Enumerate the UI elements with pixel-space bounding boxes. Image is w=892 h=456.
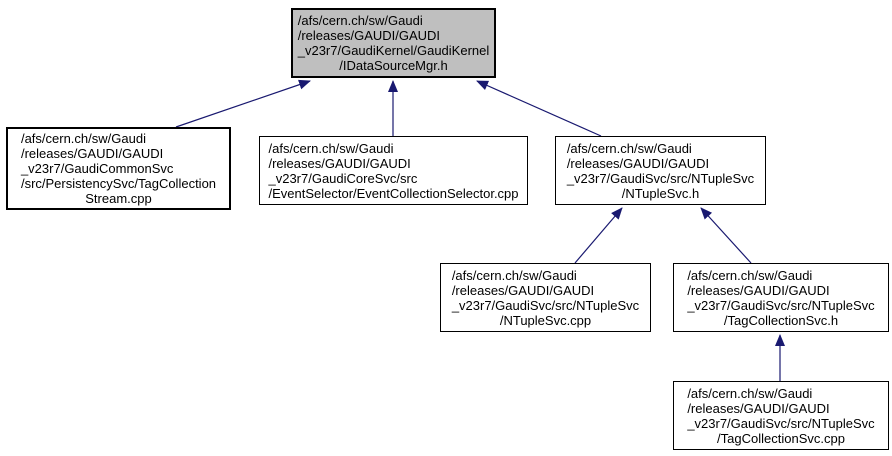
node-idatasourcemgr-h[interactable]: /afs/cern.ch/sw/Gaudi /releases/GAUDI/GA… — [291, 8, 496, 78]
node-label-line: Stream.cpp — [85, 191, 152, 206]
node-eventcollectionselector-cpp[interactable]: /afs/cern.ch/sw/Gaudi /releases/GAUDI/GA… — [259, 136, 528, 205]
edge-ntuplesvc-cpp-to-ntuplesvc-h — [574, 207, 623, 264]
node-label-line: /releases/GAUDI/GAUDI — [687, 400, 830, 416]
node-label-line: _v23r7/GaudiCoreSvc/src — [268, 170, 418, 186]
node-label-line: /afs/cern.ch/sw/Gaudi — [451, 267, 577, 283]
edge-tagcollectionsvc-h-to-ntuplesvc-h — [700, 207, 752, 264]
node-label-line: /afs/cern.ch/sw/Gaudi — [297, 13, 423, 28]
node-label: /afs/cern.ch/sw/Gaudi /releases/GAUDI/GA… — [687, 386, 874, 446]
node-label-line: /releases/GAUDI/GAUDI — [268, 155, 411, 171]
edge-ntuplesvc-h-to-idatasourcemgr — [476, 80, 602, 137]
node-label-line: /TagCollectionSvc.h — [723, 312, 839, 328]
node-label-line: _v23r7/GaudiSvc/src/NTupleSvc — [687, 297, 875, 313]
node-ntuplesvc-cpp[interactable]: /afs/cern.ch/sw/Gaudi /releases/GAUDI/GA… — [440, 263, 651, 332]
node-label: /afs/cern.ch/sw/Gaudi /releases/GAUDI/GA… — [21, 131, 216, 206]
node-label: /afs/cern.ch/sw/Gaudi /releases/GAUDI/GA… — [567, 141, 754, 201]
node-label-line: /IDataSourceMgr.h — [339, 58, 448, 73]
node-label-line: /TagCollectionSvc.cpp — [717, 430, 845, 446]
node-label-line: /releases/GAUDI/GAUDI — [451, 282, 595, 298]
node-label-line: _v23r7/GaudiCommonSvc — [20, 161, 174, 176]
node-label-line: /EventSelector/EventCollectionSelector.c… — [268, 185, 519, 201]
node-label-line: /NTupleSvc.h — [621, 185, 700, 201]
node-label-line: _v23r7/GaudiSvc/src/NTupleSvc — [451, 297, 640, 313]
node-label: /afs/cern.ch/sw/Gaudi /releases/GAUDI/GA… — [452, 268, 639, 328]
node-label-line: /afs/cern.ch/sw/Gaudi — [687, 267, 813, 283]
node-label-line: /releases/GAUDI/GAUDI — [566, 155, 710, 171]
node-ntuplesvc-h[interactable]: /afs/cern.ch/sw/Gaudi /releases/GAUDI/GA… — [555, 136, 766, 205]
node-label-line: /src/PersistencySvc/TagCollection — [20, 176, 217, 191]
node-label-line: /NTupleSvc.cpp — [499, 312, 592, 328]
node-label-line: _v23r7/GaudiSvc/src/NTupleSvc — [687, 415, 875, 431]
node-label-line: /afs/cern.ch/sw/Gaudi — [268, 140, 394, 156]
node-label: /afs/cern.ch/sw/Gaudi /releases/GAUDI/GA… — [268, 141, 518, 201]
node-label-line: /releases/GAUDI/GAUDI — [297, 28, 441, 43]
node-label-line: /releases/GAUDI/GAUDI — [20, 146, 164, 161]
node-label: /afs/cern.ch/sw/Gaudi /releases/GAUDI/GA… — [687, 268, 874, 328]
node-label: /afs/cern.ch/sw/Gaudi /releases/GAUDI/GA… — [298, 13, 490, 73]
node-tagcollectionsvc-cpp[interactable]: /afs/cern.ch/sw/Gaudi /releases/GAUDI/GA… — [673, 381, 889, 450]
node-label-line: /afs/cern.ch/sw/Gaudi — [20, 131, 146, 146]
node-label-line: /afs/cern.ch/sw/Gaudi — [566, 140, 692, 156]
edge-tagcollectionstream-to-idatasourcemgr — [175, 79, 311, 128]
node-tagcollectionsvc-h[interactable]: /afs/cern.ch/sw/Gaudi /releases/GAUDI/GA… — [673, 263, 889, 332]
node-tagcollectionstream-cpp[interactable]: /afs/cern.ch/sw/Gaudi /releases/GAUDI/GA… — [6, 127, 231, 210]
node-label-line: /releases/GAUDI/GAUDI — [687, 282, 830, 298]
node-label-line: _v23r7/GaudiSvc/src/NTupleSvc — [566, 170, 755, 186]
node-label-line: _v23r7/GaudiKernel/GaudiKernel — [297, 43, 490, 58]
node-label-line: /afs/cern.ch/sw/Gaudi — [687, 385, 813, 401]
